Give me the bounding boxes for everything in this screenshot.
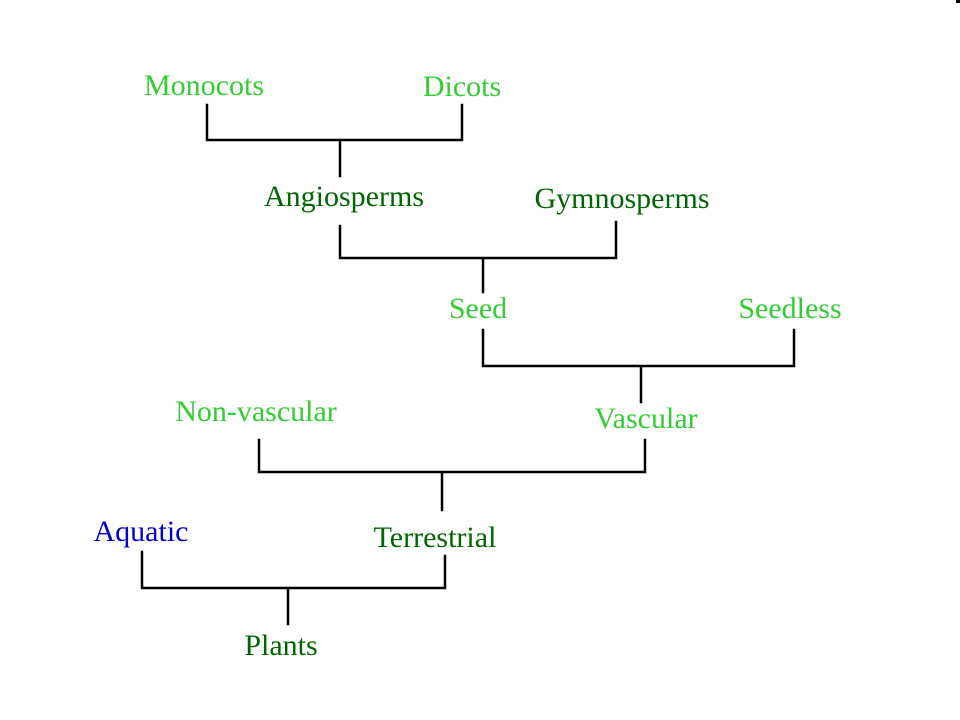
node-aquatic: Aquatic xyxy=(94,515,189,548)
node-angiosperms: Angiosperms xyxy=(264,180,424,213)
node-seedless: Seedless xyxy=(738,292,841,325)
node-seed: Seed xyxy=(449,292,507,325)
connector-group xyxy=(140,103,796,626)
node-terrestrial: Terrestrial xyxy=(374,521,497,554)
node-monocots: Monocots xyxy=(144,69,264,102)
node-non-vascular: Non-vascular xyxy=(175,395,337,428)
connector-plants xyxy=(140,550,447,626)
label-group: Monocots Dicots Angiosperms Gymnosperms … xyxy=(94,69,842,662)
connector-vascular xyxy=(481,328,796,404)
node-dicots: Dicots xyxy=(423,70,501,103)
node-vascular: Vascular xyxy=(594,402,697,435)
connector-seed xyxy=(338,220,618,294)
corner-mark xyxy=(956,0,960,3)
connector-angiosperms xyxy=(205,103,464,178)
node-plants: Plants xyxy=(244,629,317,662)
connector-terrestrial xyxy=(257,438,647,512)
node-gymnosperms: Gymnosperms xyxy=(535,182,710,215)
